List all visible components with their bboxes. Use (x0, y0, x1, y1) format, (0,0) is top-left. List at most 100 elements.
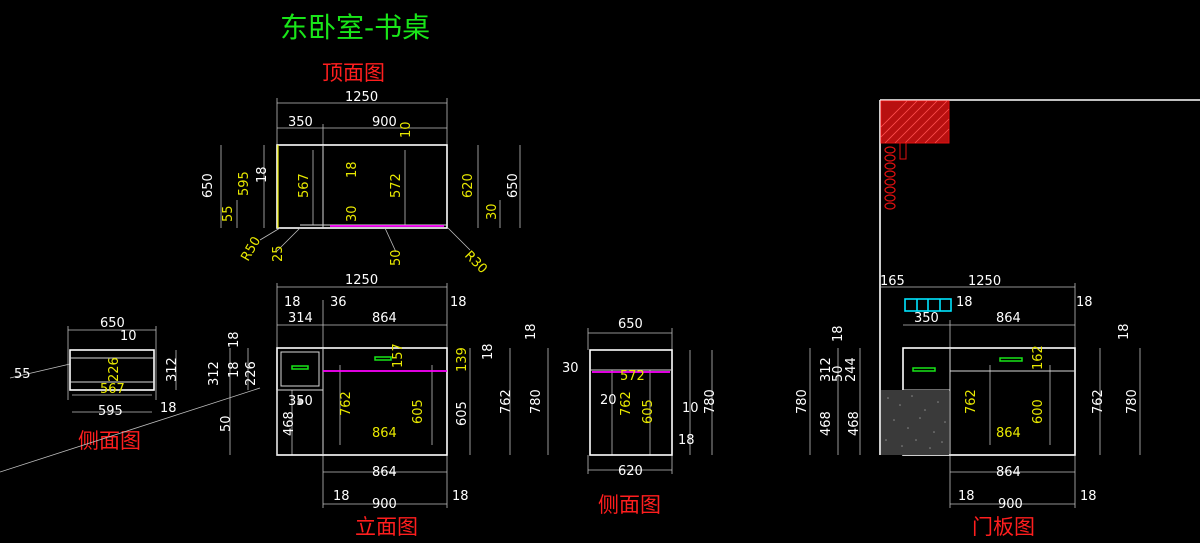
front-total-h-c: 780 (529, 389, 544, 414)
side-left-board-b: 18 (160, 401, 177, 416)
side-left-depth: 595 (98, 404, 123, 419)
door-drawer-w: 350 (914, 311, 939, 326)
front-knob-h: 157 (391, 343, 406, 368)
door-right-h-a: 762 (1091, 389, 1106, 414)
top-gap: 10 (399, 121, 414, 138)
door-view: 165 1250 18 18 350 864 780 312 50 244 46… (795, 99, 1200, 512)
side-left-board: 10 (120, 329, 137, 344)
front-drawer-w: 350 (288, 394, 313, 409)
top-overall-width: 1250 (345, 90, 378, 105)
door-inner-w: 864 (996, 426, 1021, 441)
door-panel-inner: 600 (1031, 399, 1046, 424)
texture-dots (885, 395, 946, 449)
top-left-depth: 650 (201, 173, 216, 198)
side-view-right: 650 30 572 20 762 605 10 780 18 620 (562, 317, 718, 479)
front-board-d: 18 (227, 361, 242, 378)
door-right-h-b: 780 (1125, 389, 1140, 414)
door-view-title: 门板图 (972, 515, 1035, 539)
top-board-a: 18 (255, 166, 270, 183)
top-right-inner: 572 (389, 173, 404, 198)
side-right-board-b: 10 (682, 401, 699, 416)
side-right-width: 650 (618, 317, 643, 332)
top-view: 1250 350 900 10 650 595 55 18 567 18 572… (201, 90, 521, 277)
front-right-board: 18 (450, 295, 467, 310)
front-inner-h: 762 (339, 391, 354, 416)
front-leg-width: 50 (219, 415, 234, 432)
top-left-inner: 567 (297, 173, 312, 198)
top-left-width: 350 (288, 115, 313, 130)
front-right-width: 864 (372, 311, 397, 326)
door-bottom-b: 468 (847, 411, 862, 436)
door-inner-h: 762 (964, 389, 979, 414)
side-right-height-b: 605 (641, 399, 656, 424)
side-right-board-c: 18 (678, 433, 695, 448)
door-side-h: 244 (844, 357, 859, 382)
door-knob: 18 (831, 325, 846, 342)
front-board-f: 18 (524, 323, 539, 340)
top-radius-right: R30 (461, 248, 490, 277)
door-right-board: 18 (1117, 323, 1132, 340)
door-offset: 165 (880, 274, 905, 289)
top-right-depth-a: 620 (461, 173, 476, 198)
top-leg-b: 50 (389, 249, 404, 266)
top-right-width: 900 (372, 115, 397, 130)
front-bottom-width: 864 (372, 465, 397, 480)
front-total-h-b: 762 (499, 389, 514, 414)
side-view-left-title: 侧面图 (78, 429, 141, 453)
door-board-b: 18 (1076, 295, 1093, 310)
side-left-height-a: 226 (107, 357, 122, 382)
door-bottom-width: 864 (996, 465, 1021, 480)
front-board-e: 18 (481, 343, 496, 360)
front-base-board-l: 18 (333, 489, 350, 504)
front-cabinet-h: 605 (411, 399, 426, 424)
side-left-height-b: 312 (165, 357, 180, 382)
front-view-title: 立面图 (355, 515, 418, 539)
drawing-title: 东卧室-书桌 (280, 11, 430, 44)
top-view-title: 顶面图 (322, 61, 385, 85)
front-side-h: 226 (244, 361, 259, 386)
side-left-offset: 55 (14, 367, 31, 382)
front-top-board: 18 (227, 331, 242, 348)
front-gap-h: 139 (455, 347, 470, 372)
door-bottom-a: 468 (819, 411, 834, 436)
front-base-board-r: 18 (452, 489, 469, 504)
cord-coil (884, 146, 896, 210)
front-mid-board: 36 (330, 295, 347, 310)
front-left-width: 314 (288, 311, 313, 326)
front-left-board: 18 (284, 295, 301, 310)
side-right-depth: 620 (618, 464, 643, 479)
door-overall-width: 1250 (968, 274, 1001, 289)
door-board-a: 18 (956, 295, 973, 310)
side-right-height-a: 762 (619, 391, 634, 416)
top-leg-a: 25 (271, 245, 286, 262)
side-view-left: 650 10 55 226 312 567 595 18 (9, 316, 180, 419)
door-base-width: 900 (998, 497, 1023, 512)
side-left-inner: 567 (100, 382, 125, 397)
door-base-board-l: 18 (958, 489, 975, 504)
top-board-c: 30 (345, 205, 360, 222)
front-total-h-a: 605 (455, 401, 470, 426)
side-right-board: 20 (600, 393, 617, 408)
front-base-width: 900 (372, 497, 397, 512)
door-total-h: 780 (795, 389, 810, 414)
side-view-right-title: 侧面图 (598, 493, 661, 517)
top-shelf-depth: 55 (221, 205, 236, 222)
side-left-width: 650 (100, 316, 125, 331)
textured-panel (881, 390, 949, 455)
front-left-bottom: 468 (282, 411, 297, 436)
front-drawer-h: 312 (207, 361, 222, 386)
door-base-board-r: 18 (1080, 489, 1097, 504)
top-radius-left: R50 (238, 234, 264, 264)
door-gap: 50 (831, 365, 846, 382)
top-board-b: 18 (345, 161, 360, 178)
front-inner-w: 864 (372, 426, 397, 441)
front-view: 1250 18 36 18 314 864 18 312 18 226 468 … (0, 273, 549, 512)
top-inner-depth: 595 (237, 171, 252, 196)
top-right-board: 30 (485, 203, 500, 220)
door-drawer-h: 312 (819, 357, 834, 382)
door-panel-h: 162 (1031, 345, 1046, 370)
side-right-inner: 572 (620, 369, 645, 384)
front-overall-width: 1250 (345, 273, 378, 288)
door-right-width: 864 (996, 311, 1021, 326)
